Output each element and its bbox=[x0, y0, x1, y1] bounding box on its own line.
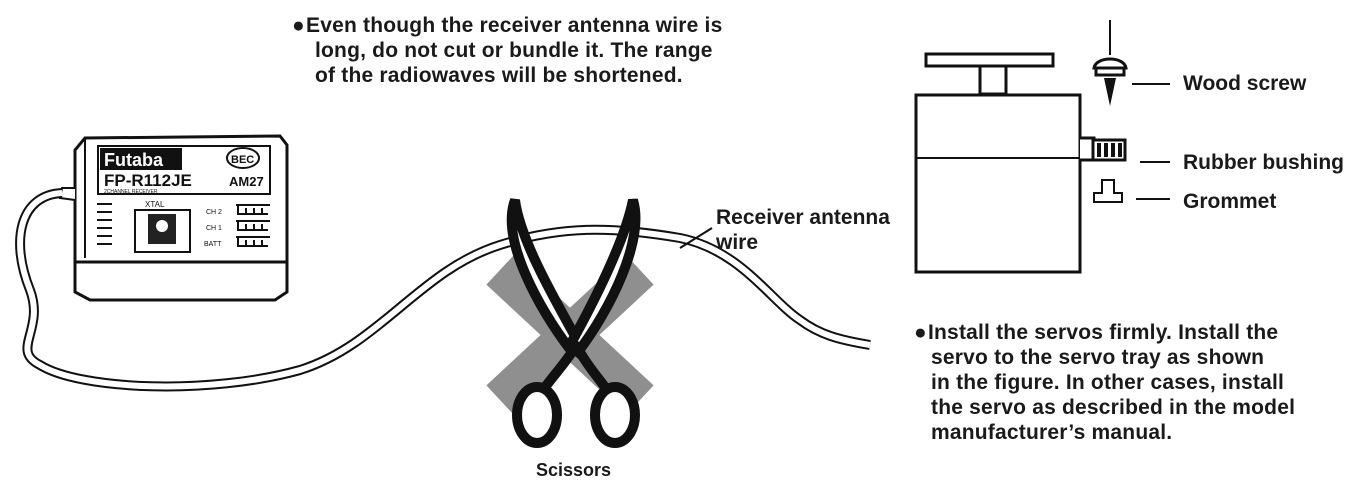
rubber-bushing-label: Rubber bushing bbox=[1183, 151, 1344, 174]
receiver-brand: Futaba bbox=[104, 150, 164, 170]
antenna-wire bbox=[15, 188, 871, 392]
antenna-leader-line bbox=[679, 227, 713, 249]
receiver-band: AM27 bbox=[229, 174, 264, 189]
antenna-note: ●Even though the receiver antenna wire i… bbox=[292, 13, 722, 88]
antenna-label-line-1: Receiver antenna bbox=[716, 206, 890, 229]
servo-note-line-4: the servo as described in the model bbox=[931, 396, 1296, 419]
receiver-badge: BEC bbox=[231, 154, 254, 166]
servo-note-line-5: manufacturer’s manual. bbox=[931, 421, 1173, 444]
receiver-model: FP-R112JE bbox=[104, 171, 192, 190]
servo-note: ●Install the servos firmly. Install the … bbox=[914, 320, 1295, 445]
servo-note-line-1: ●Install the servos firmly. Install the bbox=[914, 321, 1279, 344]
antenna-note-line-1: ●Even though the receiver antenna wire i… bbox=[292, 14, 723, 37]
receiver-subtitle: 2CHANNEL RECEIVER bbox=[104, 189, 158, 195]
receiver-illustration: Futaba FP-R112JE 2CHANNEL RECEIVER BEC A… bbox=[58, 134, 289, 302]
bullet-icon: ● bbox=[292, 14, 305, 37]
receiver-ch2-label: CH 2 bbox=[206, 209, 222, 216]
antenna-note-line-2: long, do not cut or bundle it. The range bbox=[315, 39, 713, 62]
antenna-note-line-3: of the radiowaves will be shortened. bbox=[315, 64, 683, 87]
wood-screw-label: Wood screw bbox=[1183, 72, 1307, 95]
receiver-batt-label: BATT bbox=[204, 241, 222, 248]
antenna-label-line-2: wire bbox=[716, 231, 759, 254]
servo-illustration bbox=[914, 20, 1170, 274]
scissors-label: Scissors bbox=[536, 460, 612, 480]
receiver-crystal-label: XTAL bbox=[145, 200, 165, 209]
servo-note-line-2: servo to the servo tray as shown bbox=[931, 346, 1265, 369]
scissors-crossed-out-icon bbox=[486, 198, 654, 448]
servo-note-line-3: in the figure. In other cases, install bbox=[931, 371, 1285, 394]
grommet-label: Grommet bbox=[1183, 190, 1277, 213]
bullet-icon: ● bbox=[914, 321, 927, 344]
receiver-ch1-label: CH 1 bbox=[206, 225, 222, 232]
